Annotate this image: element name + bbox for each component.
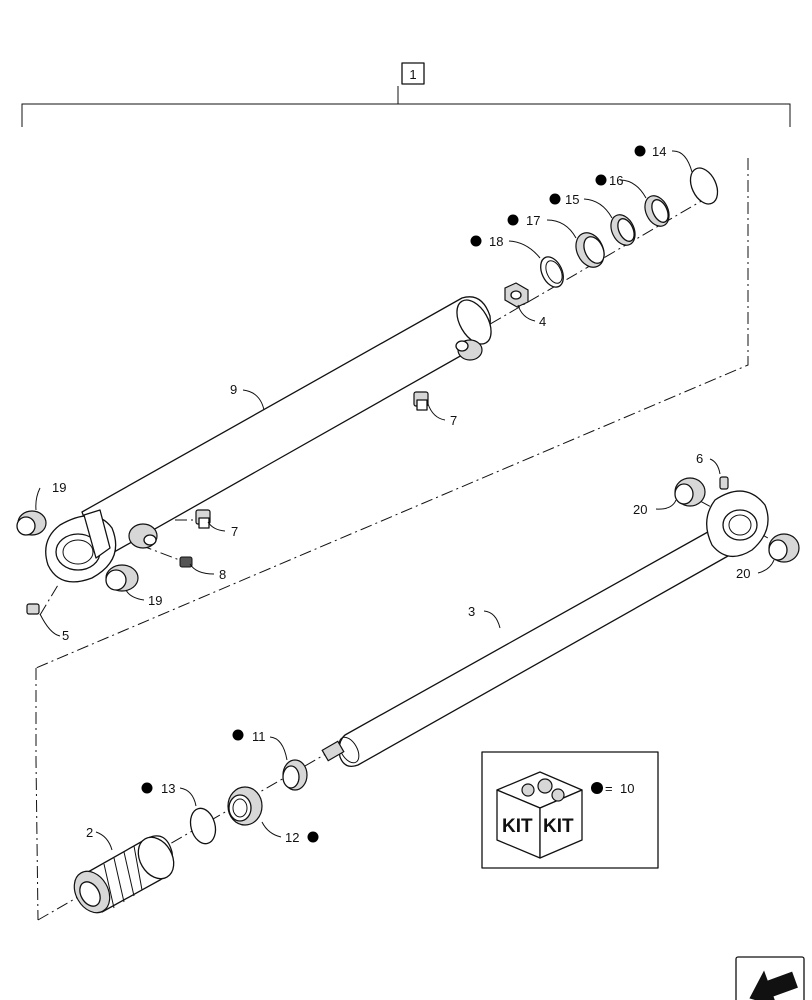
callouts: 14 16 15 17 18 4 9 7 7 8 19 19 5 6 20 20… [52, 144, 750, 845]
kit-label-left: KIT [502, 816, 533, 837]
seal-11[interactable] [282, 759, 308, 791]
callout-5[interactable]: 5 [62, 628, 69, 643]
leader-lines [35, 150, 775, 851]
bushing-19-lower[interactable] [105, 564, 139, 592]
grease-fitting-6[interactable] [719, 476, 729, 490]
callout-11[interactable]: 11 [252, 729, 266, 744]
kit-box-icon: KIT KIT [496, 771, 583, 859]
kit-markers [141, 145, 646, 843]
callout-8[interactable]: 8 [219, 567, 226, 582]
seal-18[interactable] [536, 253, 568, 290]
o-ring-14[interactable] [685, 164, 723, 209]
plug-8[interactable] [179, 556, 193, 568]
piston-2[interactable] [67, 831, 181, 919]
fitting-7-upper[interactable] [413, 391, 429, 411]
guide-12[interactable] [227, 786, 263, 826]
callout-1[interactable]: 1 [409, 67, 416, 82]
assembly-bracket: 1 [21, 62, 791, 127]
callout-4[interactable]: 4 [539, 314, 546, 329]
nut-part[interactable] [504, 282, 529, 308]
callout-6[interactable]: 6 [696, 451, 703, 466]
cylinder-barrel[interactable] [45, 294, 498, 583]
bushing-19-left[interactable] [16, 510, 47, 536]
callout-3[interactable]: 3 [468, 604, 475, 619]
piston-rod[interactable] [321, 490, 769, 768]
callout-16[interactable]: 16 [609, 173, 623, 188]
kit-legend-number[interactable]: 10 [620, 781, 634, 796]
callout-20-upper[interactable]: 20 [633, 502, 647, 517]
kit-label-right: KIT [543, 816, 574, 837]
seal-15[interactable] [606, 211, 639, 249]
wear-ring-17[interactable] [571, 228, 610, 272]
bushing-20-lower[interactable] [768, 533, 800, 563]
callout-2[interactable]: 2 [86, 825, 93, 840]
callout-9[interactable]: 9 [230, 382, 237, 397]
bushing-20-upper[interactable] [674, 477, 706, 507]
seal-16[interactable] [640, 192, 673, 230]
kit-equals: = [605, 781, 613, 796]
callout-19-lower[interactable]: 19 [148, 593, 162, 608]
callout-14[interactable]: 14 [652, 144, 666, 159]
callout-20-lower[interactable]: 20 [736, 566, 750, 581]
callout-7-upper[interactable]: 7 [450, 413, 457, 428]
callout-13[interactable]: 13 [161, 781, 175, 796]
next-page-arrow-icon[interactable] [735, 956, 805, 1000]
kit-box: KIT KIT = 10 [481, 751, 659, 869]
callout-15[interactable]: 15 [565, 192, 579, 207]
kit-marker-dot [591, 782, 603, 794]
grease-fitting-5[interactable] [26, 603, 40, 615]
callout-17[interactable]: 17 [526, 213, 540, 228]
callout-12[interactable]: 12 [285, 830, 299, 845]
callout-18[interactable]: 18 [489, 234, 503, 249]
callout-7-lower[interactable]: 7 [231, 524, 238, 539]
fitting-7-lower[interactable] [195, 509, 211, 529]
callout-19-upper[interactable]: 19 [52, 480, 66, 495]
o-ring-13[interactable] [187, 806, 219, 847]
